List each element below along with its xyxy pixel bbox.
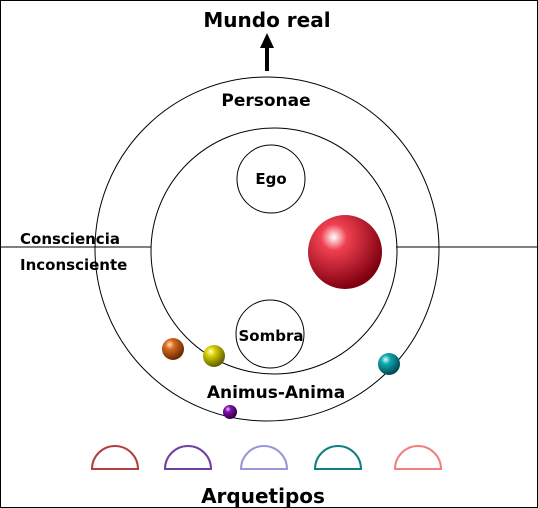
label-ego: Ego: [255, 170, 286, 188]
label-personae: Personae: [221, 91, 310, 111]
outer-circle: [94, 76, 440, 422]
sombra-circle: [235, 299, 305, 369]
label-inconsciente: Inconsciente: [20, 256, 127, 274]
archetype-arc-2: [163, 445, 213, 470]
label-animus-anima: Animus-Anima: [207, 383, 345, 403]
inner-circle: [150, 127, 398, 375]
yellow-sphere: [203, 345, 225, 367]
red-sphere: [308, 215, 382, 289]
teal-sphere: [378, 353, 400, 375]
ego-circle: [236, 144, 306, 214]
archetype-arc-1: [90, 445, 140, 470]
purple-sphere: [223, 405, 237, 419]
up-arrow-icon: [260, 33, 274, 71]
archetype-arc-3: [239, 445, 289, 470]
archetype-arc-5: [393, 445, 443, 470]
archetype-arc-4: [313, 445, 363, 470]
orange-sphere: [162, 338, 184, 360]
label-sombra: Sombra: [239, 327, 304, 345]
title-mundo-real: Mundo real: [203, 8, 330, 32]
label-arquetipos: Arquetipos: [201, 484, 325, 507]
label-consciencia: Consciencia: [20, 230, 120, 248]
